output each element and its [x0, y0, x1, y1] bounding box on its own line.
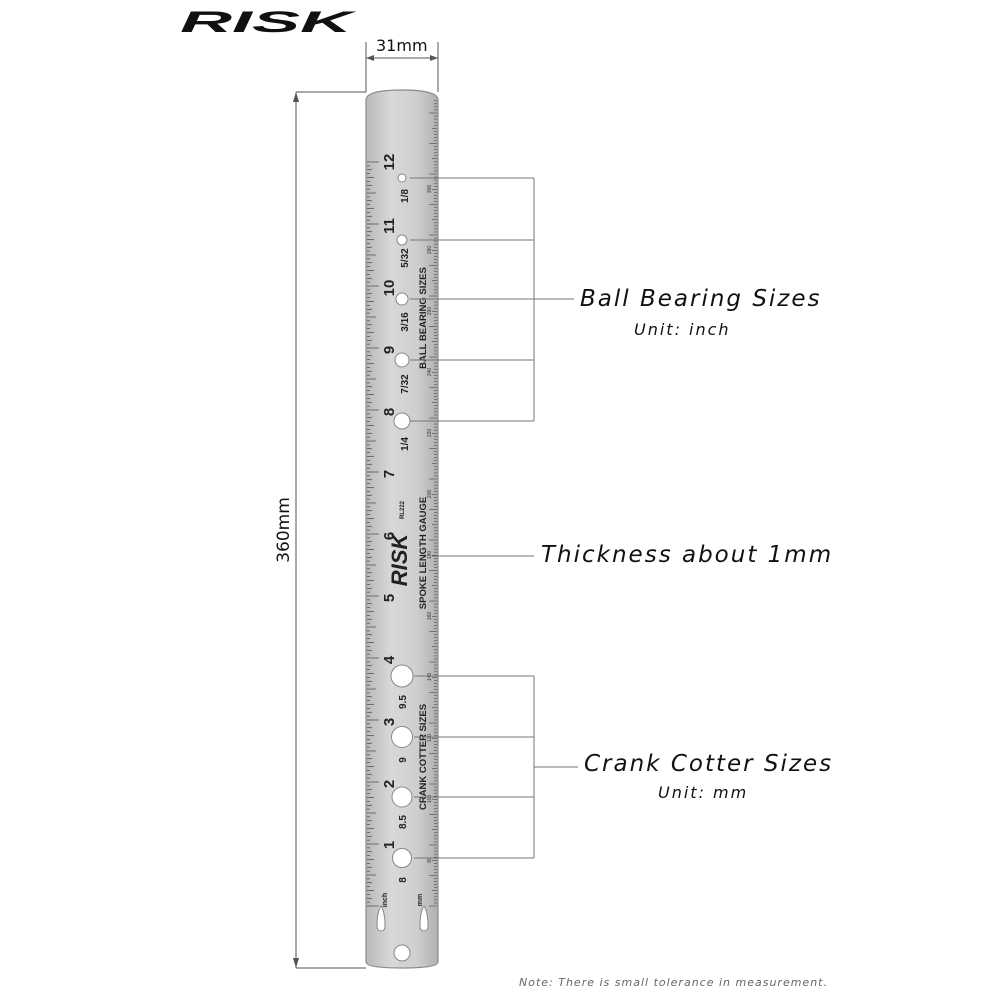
ball-bearing-holes [393, 173, 411, 430]
crank-cotter-callout-lines [414, 675, 578, 859]
inch-number: 2 [381, 780, 398, 788]
width-label: 31mm [376, 36, 428, 55]
mm-scale-label: 140 [427, 673, 433, 682]
ball-hole-3-16 [395, 292, 409, 306]
cotter-size-label: 9 [398, 757, 409, 763]
mm-scale-label: 200 [427, 490, 433, 499]
brand-logo: RISK [180, 6, 358, 39]
cotter-size-label: 8.5 [398, 815, 409, 829]
width-arrow-left [366, 55, 374, 61]
ruler-body [365, 89, 439, 969]
ball-bearing-unit: Unit: inch [634, 320, 731, 339]
width-arrow-right [430, 55, 438, 61]
inch-number-column: 1 2 3 4 5 6 7 8 9 10 11 12 [381, 154, 398, 850]
ball-hole-1-8 [397, 173, 407, 183]
mm-scale-label: 280 [427, 246, 433, 255]
crank-cotter-heading: CRANK COTTER SIZES [418, 704, 429, 810]
crank-cotter-title: Crank Cotter Sizes [584, 751, 834, 777]
ball-bearing-heading: BALL BEARING SIZES [418, 267, 429, 369]
length-arrow-top [293, 92, 299, 102]
ball-bearing-callout-lines [410, 177, 574, 422]
cotter-hole-9 [391, 726, 413, 748]
inch-number: 6 [381, 532, 398, 540]
inch-number: 1 [381, 841, 398, 849]
inch-number: 12 [381, 154, 398, 171]
crank-cotter-holes [390, 664, 414, 868]
ruler-gauge-title: SPOKE LENGTH GAUGE [418, 497, 429, 609]
crank-cotter-unit: Unit: mm [658, 783, 749, 802]
inch-number: 4 [381, 655, 398, 664]
mm-scale-label: 120 [427, 734, 433, 743]
ruler-tick-marks [367, 100, 437, 907]
cotter-hole-9-5 [390, 664, 414, 688]
spoke-hook-left [376, 905, 386, 932]
mm-scale-label: 180 [427, 551, 433, 560]
mm-scale-label: 160 [427, 612, 433, 621]
hang-hole [393, 944, 411, 962]
cotter-hole-8-5 [391, 786, 413, 808]
inch-unit-label: inch [382, 893, 389, 907]
ball-size-label: 7/32 [400, 374, 411, 394]
cotter-size-label: 9.5 [398, 695, 409, 709]
mm-scale-labels: 80 100 120 140 160 180 200 220 240 260 2… [427, 185, 433, 863]
cotter-hole-8 [392, 848, 412, 868]
inch-number: 10 [381, 280, 398, 297]
ball-hole-5-32 [396, 234, 408, 246]
inch-number: 7 [381, 470, 398, 478]
ball-bearing-title: Ball Bearing Sizes [580, 286, 822, 312]
ball-size-label: 1/8 [400, 189, 411, 203]
ball-size-label: 1/4 [400, 437, 411, 451]
mm-unit-label: mm [417, 894, 424, 906]
mm-scale-label: 240 [427, 368, 433, 377]
inch-number: 5 [381, 594, 398, 602]
ruler-brand: RISK [387, 532, 412, 587]
mm-scale-label: 80 [427, 857, 433, 863]
ruler-model: RL222 [400, 500, 406, 519]
inch-number: 3 [381, 718, 398, 726]
ball-hole-1-4 [393, 412, 411, 430]
inch-number: 8 [381, 408, 398, 416]
thickness-title: Thickness about 1mm [541, 542, 834, 568]
ball-size-label: 5/32 [400, 248, 411, 268]
cotter-size-label: 8 [398, 877, 409, 883]
mm-scale-label: 260 [427, 307, 433, 316]
ball-size-label: 3/16 [400, 312, 411, 332]
spoke-hook-right [419, 905, 429, 932]
length-label: 360mm [274, 497, 294, 563]
ball-hole-7-32 [394, 352, 410, 368]
ball-size-labels: 1/8 5/32 3/16 7/32 1/4 [400, 189, 411, 451]
tolerance-note: Note: There is small tolerance in measur… [519, 976, 828, 989]
cotter-size-labels: 9.5 9 8.5 8 [398, 695, 409, 883]
mm-scale-label: 100 [427, 795, 433, 804]
inch-number: 9 [381, 346, 398, 354]
inch-number: 11 [381, 218, 398, 234]
length-arrow-bottom [293, 958, 299, 968]
mm-scale-label: 220 [427, 429, 433, 438]
mm-scale-label: 300 [427, 185, 433, 194]
